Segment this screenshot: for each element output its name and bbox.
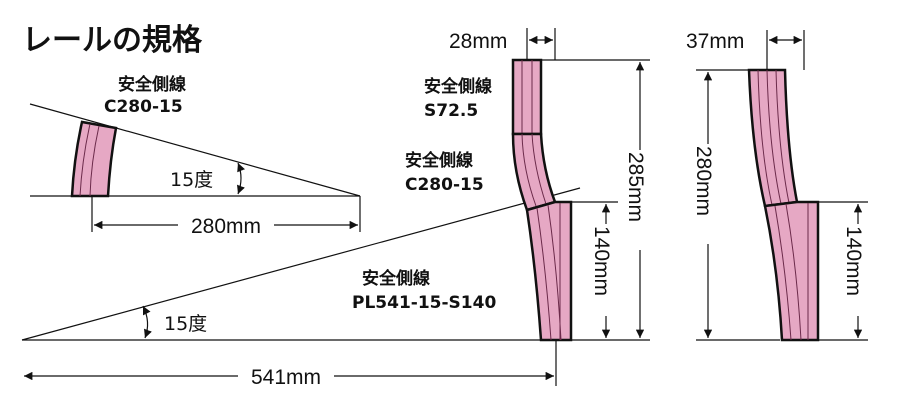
angle-line-upper <box>29 103 361 197</box>
rail-piece-s72 <box>511 58 543 136</box>
dimension-285: 285mm <box>624 152 647 222</box>
angle-line-lower <box>21 187 581 341</box>
angle-label-lower: 15度 <box>164 313 207 335</box>
rail-track-lines <box>757 69 790 206</box>
dimension-280-bottom: 280mm <box>191 215 261 238</box>
label-pl541-code: PL541-15-S140 <box>352 293 496 313</box>
label-pl541-name: 安全側線 <box>362 268 430 289</box>
dimension-280-side: 280mm <box>692 146 715 216</box>
label-c280-right-name: 安全側線 <box>405 150 473 171</box>
dimension-label-bg <box>178 211 274 239</box>
dimension-37: 37mm <box>686 30 744 53</box>
angle-label-upper: 15度 <box>170 169 213 191</box>
dimension-label-bg <box>694 144 722 244</box>
angle-arc-lower <box>142 305 152 339</box>
label-c280-top-code: C280-15 <box>104 97 183 117</box>
label-c280-right-code: C280-15 <box>405 175 484 195</box>
rail-piece-c280 <box>70 120 118 198</box>
right-rail-assembly: 37mm 280mm 140mm <box>686 30 872 342</box>
rail-track-lines <box>79 123 100 197</box>
label-s72-code: S72.5 <box>424 101 478 121</box>
dimension-28: 28mm <box>449 30 507 53</box>
dimension-140-right: 140mm <box>842 226 865 296</box>
dimension-541: 541mm <box>251 366 321 389</box>
label-s72-name: 安全側線 <box>424 76 492 97</box>
rail-track-lines <box>521 133 547 207</box>
dimension-label-bg <box>592 224 620 316</box>
pl541-triangle: 541mm 15度 安全側線 PL541-15-S140 <box>21 187 581 390</box>
dimension-label-bg <box>238 362 334 390</box>
rail-piece-c280-center <box>511 132 557 212</box>
label-c280-top-name: 安全側線 <box>118 74 186 95</box>
c280-small-diagram: 280mm 15度 安全側線 C280-15 <box>29 74 361 239</box>
page-title: レールの規格 <box>22 23 203 58</box>
rail-piece-lower-right <box>763 200 820 342</box>
dimension-140-mid: 140mm <box>590 226 613 296</box>
center-rail-assembly: 28mm 285mm 140mm 安全側線 S72.5 安全側線 C280-15 <box>405 28 654 342</box>
rail-piece-upper-right <box>747 68 799 208</box>
rail-track-lines <box>536 203 562 341</box>
angle-arc-upper <box>237 162 246 195</box>
dimension-label-bg <box>626 150 654 250</box>
rail-track-lines <box>521 60 533 134</box>
rail-track-lines <box>774 203 809 341</box>
dimension-label-bg <box>844 224 872 316</box>
